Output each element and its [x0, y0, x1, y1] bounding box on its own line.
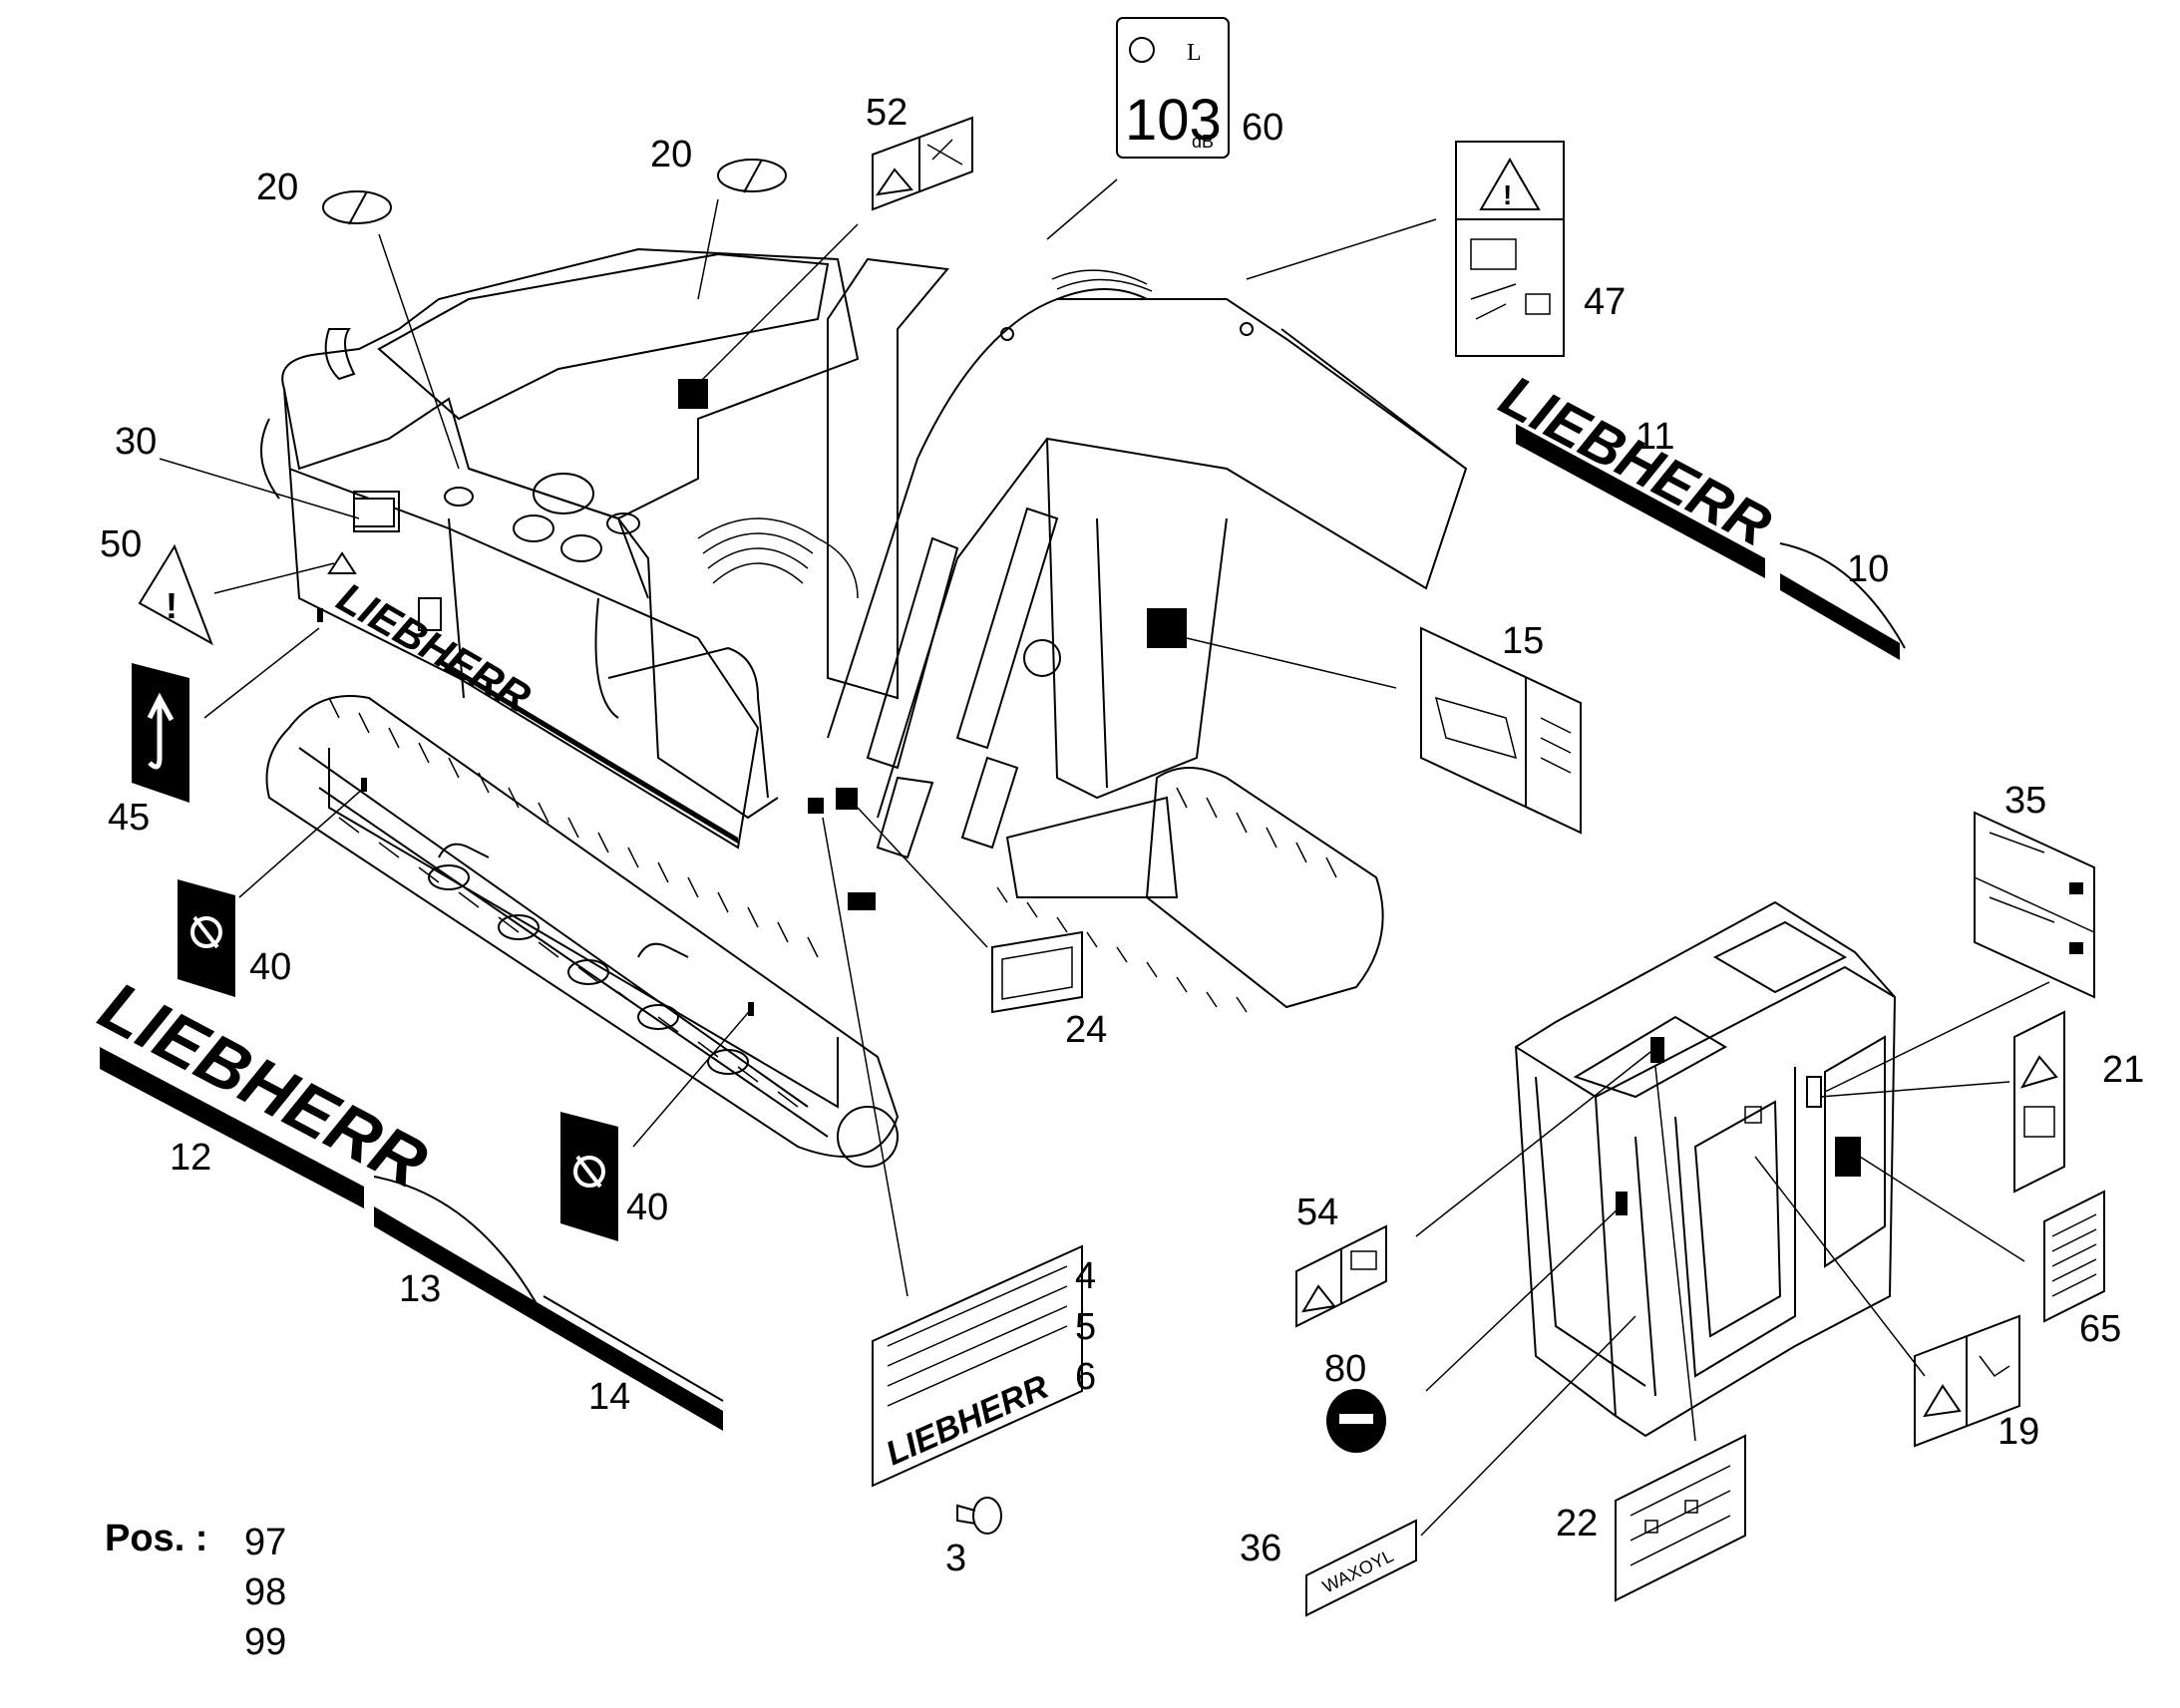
- excavator-drawing: LIEBHERR: [260, 247, 1468, 1168]
- part-3-rivet: [956, 1497, 1002, 1535]
- noise-symbol: L: [1187, 40, 1202, 66]
- callout-47: 47: [1584, 281, 1626, 323]
- leader-lines: [159, 178, 2050, 1537]
- svg-text:!: !: [1503, 179, 1512, 210]
- pos-label: Pos. :: [105, 1518, 208, 1559]
- callout-6: 6: [1075, 1356, 1096, 1398]
- callout-52: 52: [866, 92, 908, 134]
- pos-value: 99: [244, 1621, 287, 1663]
- machine-side-logo: LIEBHERR: [330, 573, 540, 721]
- callout-22: 22: [1556, 1503, 1598, 1544]
- decal-80-round: [1326, 1389, 1386, 1453]
- callout-60: 60: [1242, 107, 1283, 149]
- decal-65-info-chart: [2043, 1190, 2105, 1323]
- decal-14-stripe: [543, 1295, 724, 1431]
- decal-47-warning-manual: !: [1455, 141, 1565, 357]
- decal-10-stripe: [1779, 542, 1906, 660]
- callout-40-right: 40: [626, 1187, 668, 1228]
- brand-logo-11: LIEBHERR: [1490, 363, 1781, 559]
- decal-20-left: [322, 190, 392, 225]
- decal-22-control-layout: [1615, 1434, 1746, 1602]
- callout-21: 21: [2102, 1049, 2144, 1091]
- callout-3: 3: [945, 1537, 966, 1579]
- decal-13-stripe: [373, 1176, 545, 1326]
- callout-20-left: 20: [256, 167, 298, 208]
- callout-12: 12: [170, 1137, 211, 1179]
- cab-drawing: [1514, 900, 1897, 1438]
- decal-4-5-6-name-plate: LIEBHERR: [872, 1244, 1083, 1488]
- decal-21-warning: [2013, 1010, 2065, 1194]
- callout-15: 15: [1502, 620, 1544, 662]
- pos-values: 97 98 99: [244, 1518, 286, 1667]
- callout-80: 80: [1324, 1348, 1366, 1390]
- pos-value: 98: [244, 1571, 287, 1613]
- decal-50-warning-triangle: !: [138, 543, 213, 646]
- callout-4: 4: [1075, 1255, 1096, 1297]
- callout-13: 13: [399, 1268, 441, 1310]
- decal-30: [353, 491, 400, 532]
- callout-10: 10: [1847, 548, 1889, 590]
- noise-unit: dB: [1192, 132, 1214, 152]
- decal-54-warning-manual: [1295, 1224, 1387, 1328]
- decal-11-liebherr-stripe: LIEBHERR: [1490, 363, 1781, 578]
- decal-24: [991, 930, 1083, 1014]
- callout-36: 36: [1240, 1528, 1281, 1569]
- svg-text:!: !: [166, 585, 178, 626]
- decal-40-right: [560, 1112, 618, 1241]
- decal-40-left: [178, 879, 235, 997]
- callout-35: 35: [2004, 780, 2046, 822]
- callout-24: 24: [1065, 1009, 1107, 1051]
- decal-15-machine-diagram: [1420, 626, 1582, 835]
- decal-12-liebherr-stripe: LIEBHERR: [88, 966, 440, 1208]
- decal-19-warning: [1914, 1314, 2020, 1448]
- decal-36-waxoyl: WAXOYL: [1305, 1519, 1417, 1617]
- callout-5: 5: [1075, 1306, 1096, 1348]
- decal-60-noise-level: L 103 dB: [1116, 17, 1230, 159]
- callout-19: 19: [1998, 1411, 2039, 1453]
- callout-14: 14: [588, 1376, 630, 1418]
- callout-54: 54: [1296, 1192, 1338, 1233]
- callout-20-right: 20: [650, 134, 692, 175]
- decal-52-warning: [872, 116, 973, 211]
- callout-11: 11: [1635, 416, 1674, 458]
- track-link-pattern: [328, 697, 819, 1108]
- callout-65: 65: [2079, 1308, 2121, 1350]
- brand-logo-plate: LIEBHERR: [881, 1368, 1055, 1474]
- callout-45: 45: [108, 797, 150, 839]
- noise-value: 103: [1125, 88, 1222, 153]
- decal-45-lifting-hook: [132, 663, 189, 803]
- pos-value: 97: [244, 1522, 287, 1563]
- callout-40-left: 40: [249, 946, 291, 988]
- callout-50: 50: [100, 523, 142, 565]
- callout-30: 30: [115, 421, 157, 463]
- decal-35-operation-diagram: [1974, 811, 2095, 999]
- callout-numbers: 20 20 52 60 47 11 10 15 30 50 45 40 40 1…: [100, 92, 2144, 1579]
- decal-20-right: [717, 159, 787, 193]
